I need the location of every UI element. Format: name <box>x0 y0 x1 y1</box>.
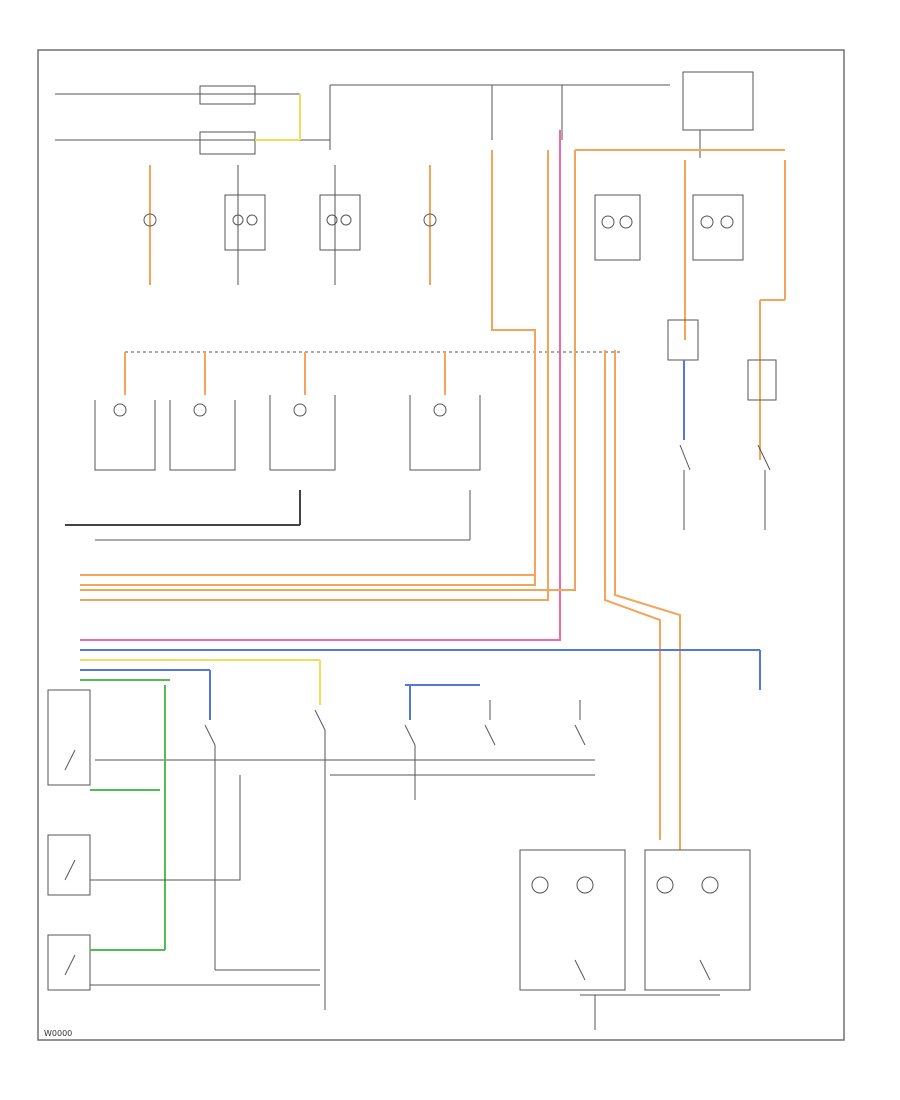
upper-left-lamps <box>143 165 437 285</box>
connector-bundle <box>80 649 761 690</box>
right-side-switches <box>667 319 777 530</box>
footer-code: W0000 <box>44 1029 72 1038</box>
trunk-wires <box>80 130 681 850</box>
middle-lamps-switches <box>65 351 620 541</box>
upper-right-lamps <box>575 149 786 460</box>
lower-switch-row <box>95 660 595 800</box>
top-power-feeds <box>55 71 754 158</box>
lower-vanity-lamps <box>519 849 751 1030</box>
left-door-switches <box>47 685 326 1010</box>
diagram-border <box>37 49 845 1041</box>
